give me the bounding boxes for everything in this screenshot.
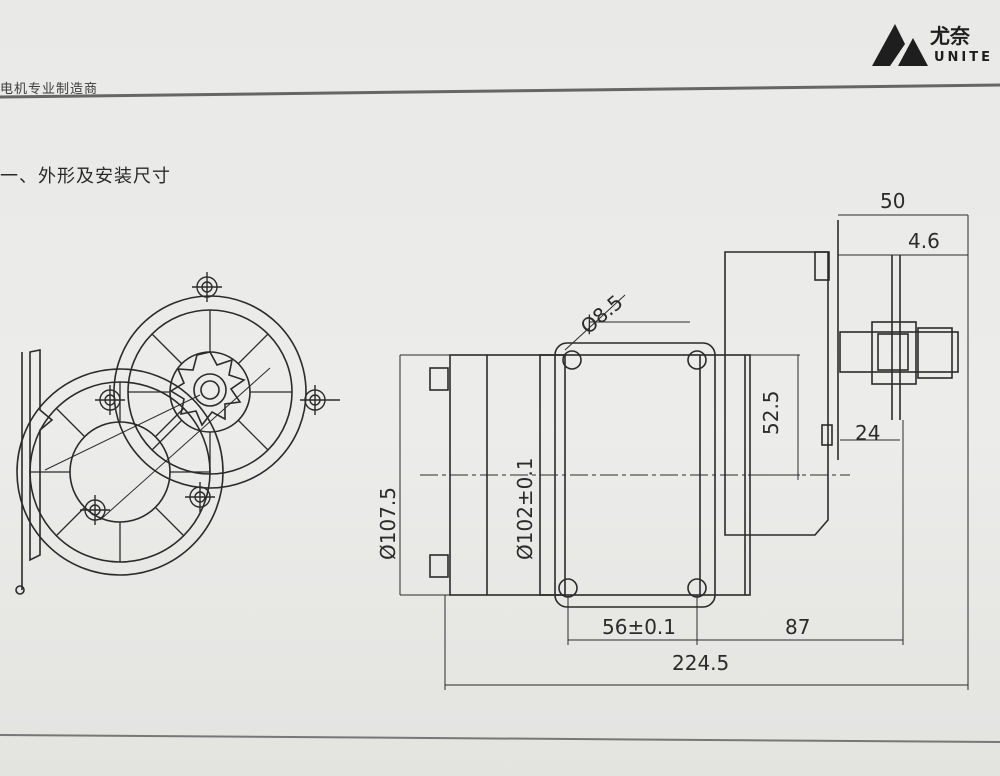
dim-4-6: 4.6 — [908, 229, 940, 253]
dim-8-5: Ø8.5 — [576, 290, 628, 339]
header-rule — [0, 83, 1000, 99]
header-subtitle: 电机专业制造商 — [0, 82, 99, 97]
dim-50: 50 — [880, 189, 905, 213]
dim-56: 56±0.1 — [602, 615, 676, 639]
dim-52-5: 52.5 — [759, 390, 783, 435]
section-title: 一、外形及安装尺寸 — [0, 166, 171, 187]
end-view-drawing — [15, 272, 340, 595]
logo-en-text: UNITE — [934, 50, 994, 65]
dim-87: 87 — [785, 615, 810, 639]
dim-102: Ø102±0.1 — [513, 458, 537, 560]
company-logo-mark — [872, 24, 928, 66]
dim-24: 24 — [855, 421, 880, 445]
dim-107-5: Ø107.5 — [376, 487, 400, 560]
side-view-drawing — [399, 214, 969, 690]
footer-rule — [0, 734, 1000, 743]
logo-text: 尤奈 — [930, 24, 970, 48]
dim-224-5: 224.5 — [672, 651, 729, 675]
